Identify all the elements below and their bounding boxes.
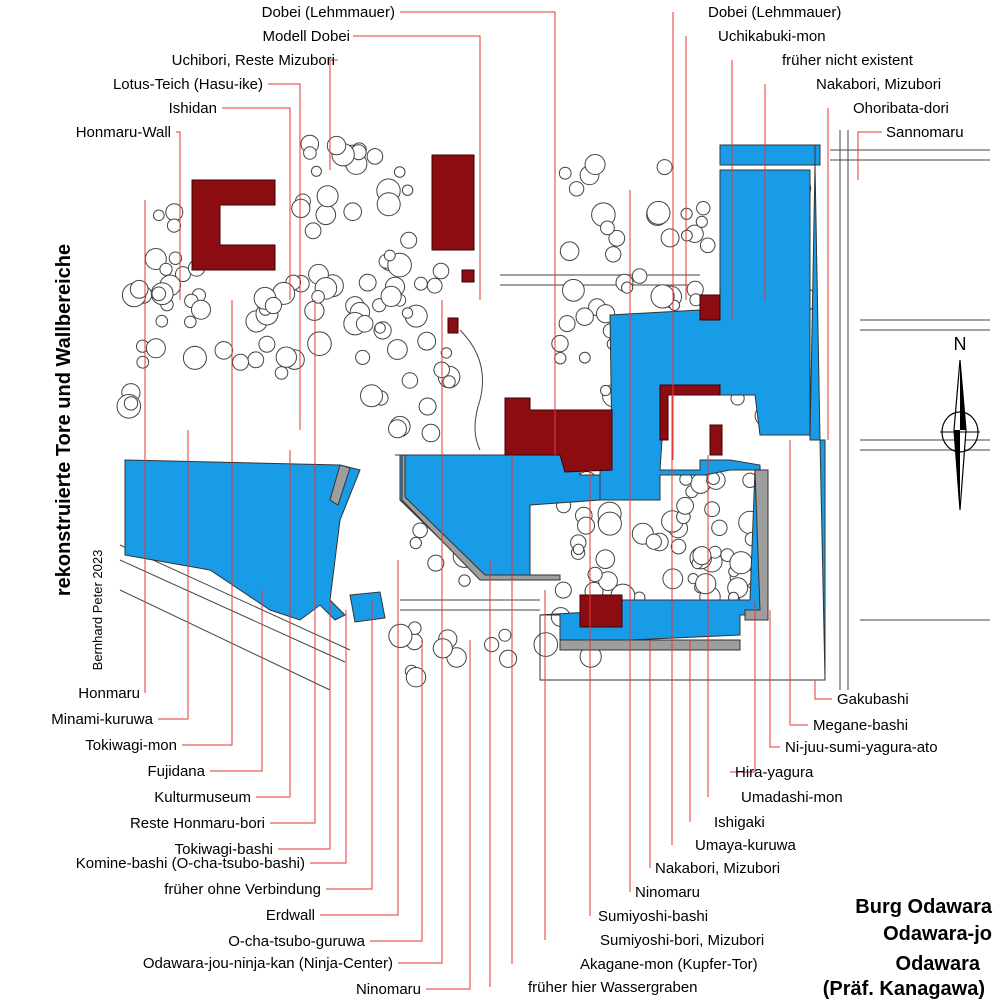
label-bottom-right-6: Umaya-kuruwa — [695, 837, 797, 854]
label-bottom-right-7: Nakabori, Mizubori — [655, 860, 780, 877]
title-line-2: Odawara-jo — [883, 923, 992, 945]
compass: N — [940, 334, 980, 511]
label-bottom-right-1: Megane-bashi — [813, 717, 908, 734]
label-top-right-2: früher nicht existent — [782, 52, 914, 69]
title-block: Burg Odawara Odawara-jo Odawara (Präf. K… — [823, 896, 993, 1000]
label-bottom-left-12: Ninomaru — [356, 981, 421, 998]
label-bottom-right-0: Gakubashi — [837, 691, 909, 708]
label-bottom-left-7: Komine-bashi (O-cha-tsubo-bashi) — [76, 855, 305, 872]
label-bottom-right-2: Ni-juu-sumi-yagura-ato — [785, 739, 938, 756]
label-bottom-left-11: Odawara-jou-ninja-kan (Ninja-Center) — [143, 955, 393, 972]
label-bottom-left-10: O-cha-tsubo-guruwa — [228, 933, 365, 950]
label-top-right-0: Dobei (Lehmmauer) — [708, 4, 841, 21]
label-bottom-right-8: Ninomaru — [635, 884, 700, 901]
label-bottom-left-9: Erdwall — [266, 907, 315, 924]
label-bottom-left-0: Honmaru — [78, 685, 140, 702]
label-bottom-left-4: Kulturmuseum — [154, 789, 251, 806]
label-bottom-left-3: Fujidana — [147, 763, 205, 780]
label-top-left-1: Modell Dobei — [262, 28, 350, 45]
label-bottom-left-6: Tokiwagi-bashi — [175, 841, 273, 858]
north-label: N — [954, 334, 967, 354]
label-top-right-3: Nakabori, Mizubori — [816, 76, 941, 93]
reconstructed-buildings — [191, 154, 723, 628]
label-top-right-5: Sannomaru — [886, 124, 964, 141]
label-bottom-right-10: Sumiyoshi-bori, Mizubori — [600, 932, 764, 949]
leader-lines — [144, 11, 882, 990]
label-bottom-right-11: Akagane-mon (Kupfer-Tor) — [580, 956, 758, 973]
water-moats — [124, 144, 826, 681]
label-top-left-3: Lotus-Teich (Hasu-ike) — [113, 76, 263, 93]
label-bottom-left-8: früher ohne Verbindung — [164, 881, 321, 898]
label-bottom-right-3: Hira-yagura — [735, 764, 814, 781]
label-bottom-left-5: Reste Honmaru-bori — [130, 815, 265, 832]
side-title: rekonstruierte Tore und Wallbereiche — [53, 244, 75, 596]
label-top-left-0: Dobei (Lehmmauer) — [262, 4, 395, 21]
label-top-left-4: Ishidan — [169, 100, 217, 117]
credit: Bernhard Peter 2023 — [90, 550, 105, 671]
title-line-4: (Präf. Kanagawa) — [823, 978, 985, 1000]
label-top-right-4: Ohoribata-dori — [853, 100, 949, 117]
label-bottom-right-12: früher hier Wassergraben — [528, 979, 698, 996]
title-line-3: Odawara — [896, 953, 981, 975]
label-bottom-right-9: Sumiyoshi-bashi — [598, 908, 708, 925]
title-line-1: Burg Odawara — [855, 896, 993, 918]
label-top-left-2: Uchibori, Reste Mizubori — [172, 52, 335, 69]
label-bottom-right-4: Umadashi-mon — [741, 789, 843, 806]
label-bottom-right-5: Ishigaki — [714, 814, 765, 831]
label-bottom-left-1: Minami-kuruwa — [51, 711, 153, 728]
label-top-right-1: Uchikabuki-mon — [718, 28, 826, 45]
label-bottom-left-2: Tokiwagi-mon — [85, 737, 177, 754]
label-top-left-5: Honmaru-Wall — [76, 124, 171, 141]
